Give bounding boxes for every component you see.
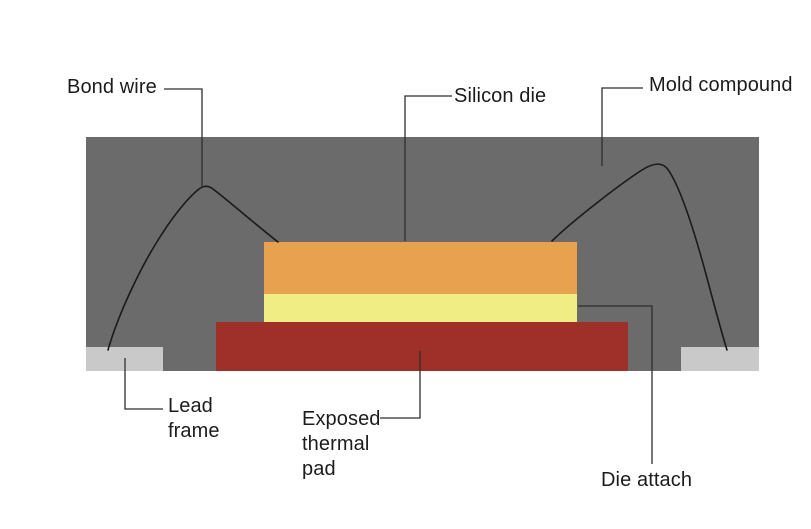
exposed-thermal-pad-label: Exposed thermal pad (302, 407, 381, 482)
mold-compound-label: Mold compound (649, 74, 793, 96)
exposed-thermal-pad-label-line1: Exposed (302, 408, 381, 430)
bond-wire-left (107, 185, 279, 351)
bond-wire-label: Bond wire (67, 76, 157, 98)
die-attach-leader-line (578, 305, 653, 464)
exposed-thermal-pad-leader-line (380, 351, 421, 419)
die-attach-region (264, 294, 577, 322)
silicon-die-leader-line (404, 95, 452, 241)
silicon-die-label: Silicon die (454, 85, 547, 107)
exposed-thermal-pad-label-line2: thermal (302, 433, 370, 455)
bond-wire-right (551, 163, 728, 351)
exposed-thermal-pad-region (216, 322, 628, 371)
lead-frame-label-line1: Lead (168, 395, 213, 417)
lead-frame-label-line2: frame (168, 420, 220, 442)
die-attach-label: Die attach (601, 469, 693, 491)
lead-frame-right-region (681, 347, 759, 371)
silicon-die-region (264, 242, 577, 294)
exposed-thermal-pad-label-line3: pad (302, 458, 336, 480)
lead-frame-label: Lead frame (168, 394, 220, 444)
bond-wire-leader-line (164, 88, 203, 188)
lead-frame-leader-line (124, 358, 163, 410)
mold-compound-leader-line (601, 87, 643, 166)
